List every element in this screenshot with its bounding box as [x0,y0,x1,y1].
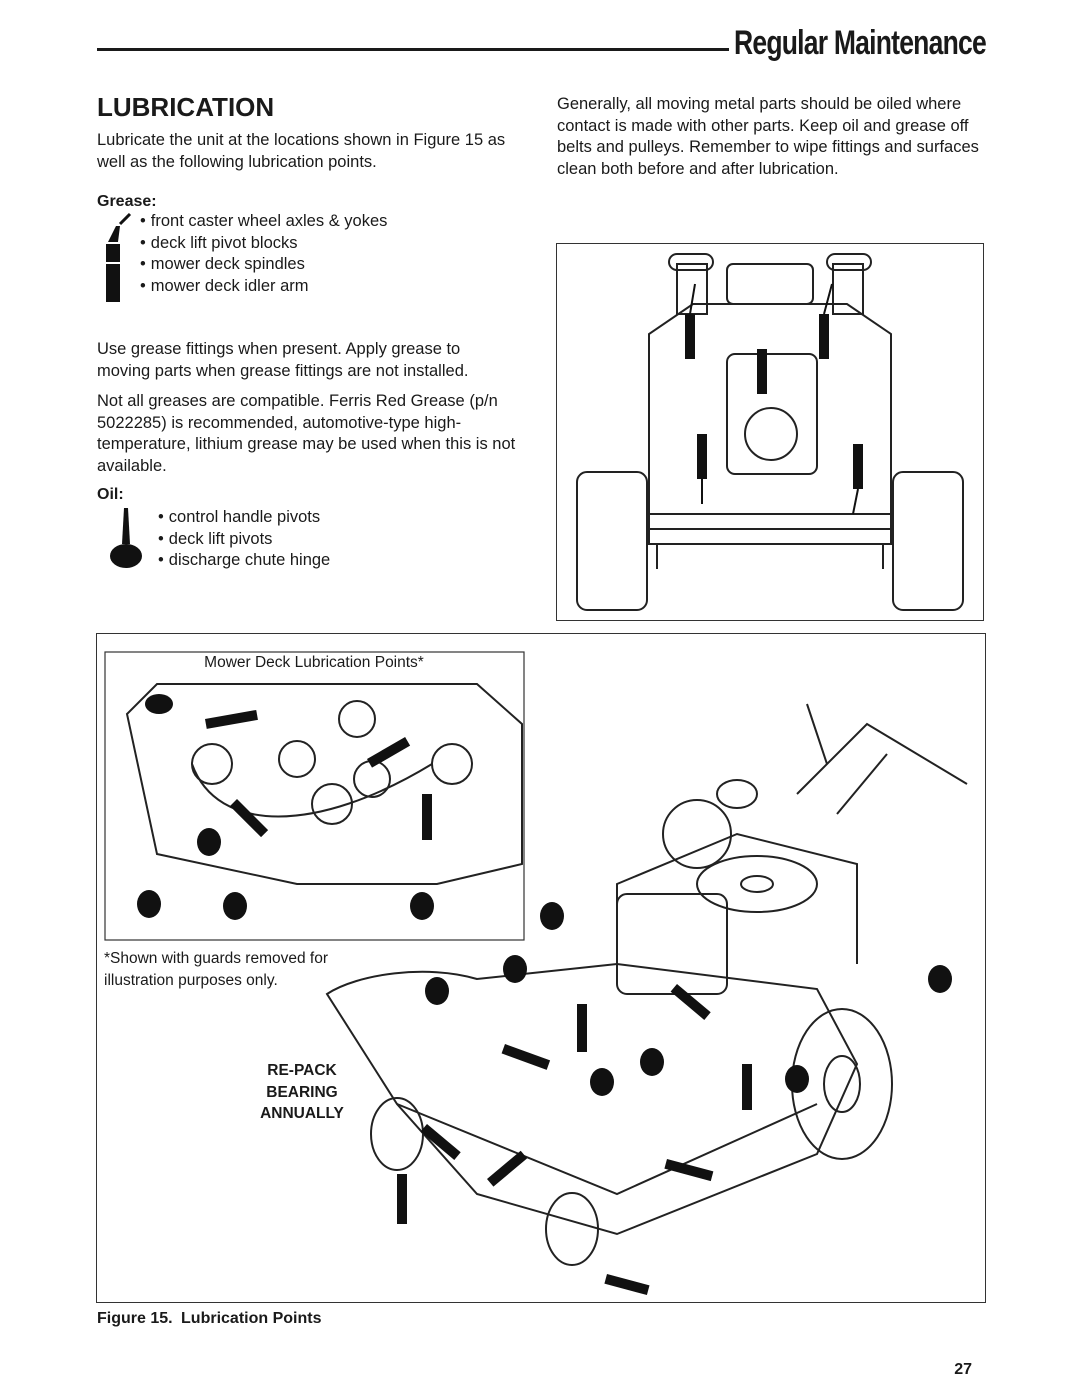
mower-isometric-illustration [104,651,968,1296]
caption-label: Figure 15. [97,1310,173,1327]
grease-label: Grease: [97,193,157,210]
repack-line: BEARING [266,1083,338,1101]
page-number: 27 [954,1361,972,1378]
section-title: LUBRICATION [97,92,275,122]
figure-note: *Shown with guards removed for illustrat… [104,950,329,989]
oil-list: control handle pivots deck lift pivots d… [158,507,330,572]
repack-label: RE-PACK BEARING ANNUALLY [247,1060,357,1125]
mower-top-view-illustration [576,253,964,611]
oil-can-icon [110,508,142,568]
list-item: front caster wheel axles & yokes [140,211,388,233]
list-item: control handle pivots [158,507,330,529]
mower-top-view-figure [556,243,984,621]
page-header-title: Regular Maintenance [734,24,987,62]
repack-line: RE-PACK [267,1062,337,1079]
grease-paragraph-1: Use grease fittings when present. Apply … [97,340,469,380]
list-item: mower deck spindles [140,254,387,276]
list-item: deck lift pivot blocks [140,233,387,255]
figure-caption: Figure 15. Lubrication Points [97,1310,321,1328]
inset-title: Mower Deck Lubrication Points* [204,654,424,671]
grease-paragraph-2: Not all greases are compatible. Ferris R… [97,392,516,475]
header-rule [97,48,729,51]
list-item: deck lift pivots [158,529,330,551]
list-item: mower deck idler arm [140,276,387,298]
right-paragraph: Generally, all moving metal parts should… [557,95,979,178]
grease-list: front caster wheel axles & yokes deck li… [140,211,388,298]
repack-line: ANNUALLY [260,1105,344,1122]
intro-paragraph: Lubricate the unit at the locations show… [97,131,506,171]
caption-text: Lubrication Points [181,1310,322,1327]
list-item: discharge chute hinge [158,550,330,572]
grease-gun-icon [104,212,132,302]
lubrication-points-figure [96,633,986,1303]
oil-label: Oil: [97,486,124,503]
